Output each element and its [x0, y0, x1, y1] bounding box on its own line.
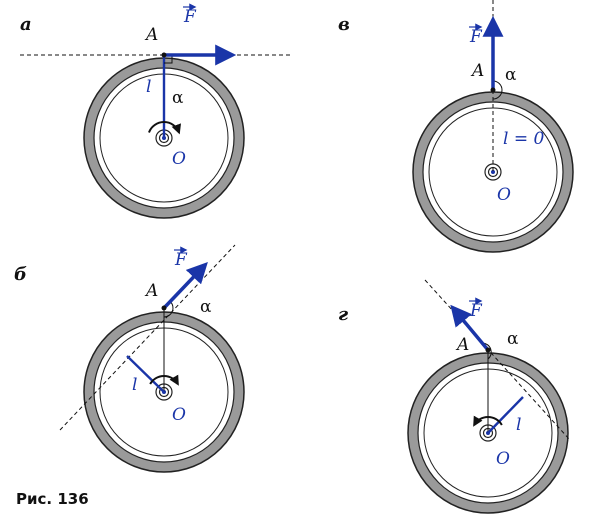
point-a-dot: [161, 52, 167, 58]
center-o-label: O: [172, 405, 186, 425]
panel-letter: г: [338, 304, 348, 325]
angle-label: α: [507, 329, 519, 349]
point-a-dot: [161, 305, 167, 311]
line-of-action: [424, 279, 571, 441]
rotation-arrow: [148, 121, 181, 135]
point-a-label: A: [144, 281, 158, 301]
force-label: F: [469, 301, 483, 321]
center-o-label: O: [497, 185, 511, 205]
point-a-dot: [490, 87, 496, 93]
center-o-label: O: [172, 149, 186, 169]
axle-center-dot: [491, 170, 495, 174]
figure-caption: Рис. 136: [16, 490, 89, 508]
point-a-label: A: [470, 61, 484, 81]
angle-label: α: [505, 65, 517, 85]
force-vector: [450, 304, 490, 352]
lever-arm-label: l = 0: [503, 129, 544, 149]
lever-arm: [126, 355, 165, 393]
rotation-arrow: [473, 415, 503, 427]
angle-label: α: [200, 297, 212, 317]
point-a-label: A: [144, 25, 158, 45]
lever-arm-label: l: [146, 77, 151, 97]
angle-arc: [163, 301, 174, 318]
lever-arm: [487, 396, 524, 434]
angle-arc: [492, 80, 503, 100]
center-o-label: O: [496, 449, 510, 469]
force-vector: [162, 261, 208, 310]
lever-arm-label: l: [132, 375, 137, 395]
lever-arm-label: l: [516, 415, 521, 435]
panel-letter: в: [338, 14, 350, 35]
force-label: F: [174, 250, 188, 270]
angle-label: α: [172, 88, 184, 108]
panel-letter: а: [20, 14, 32, 35]
force-label: F: [183, 7, 197, 27]
point-a-label: A: [455, 335, 469, 355]
force-label: F: [469, 27, 483, 47]
rotation-arrow: [149, 374, 179, 386]
right-angle-marker: [164, 55, 173, 64]
point-a-dot: [485, 347, 491, 353]
panel-letter: б: [14, 264, 27, 285]
